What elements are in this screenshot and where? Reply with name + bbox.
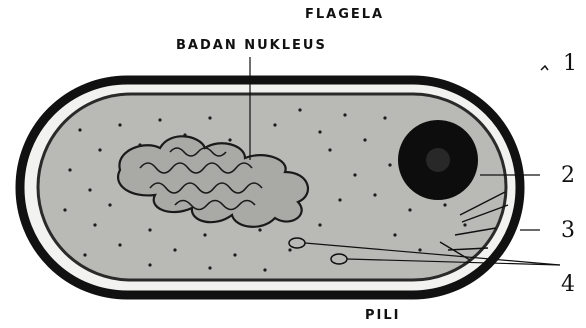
label-number-4: 4 xyxy=(561,272,575,297)
label-badan-nukleus: BADAN NUKLEUS xyxy=(176,38,327,53)
label-number-1: 1 xyxy=(563,51,577,76)
label-number-3: 3 xyxy=(561,218,575,243)
label-number-2: 2 xyxy=(561,163,575,188)
tick-mark xyxy=(541,66,548,70)
storage-granule-core xyxy=(426,148,450,172)
label-flagela: FLAGELA xyxy=(305,7,384,22)
label-pili: PILI xyxy=(365,308,401,323)
